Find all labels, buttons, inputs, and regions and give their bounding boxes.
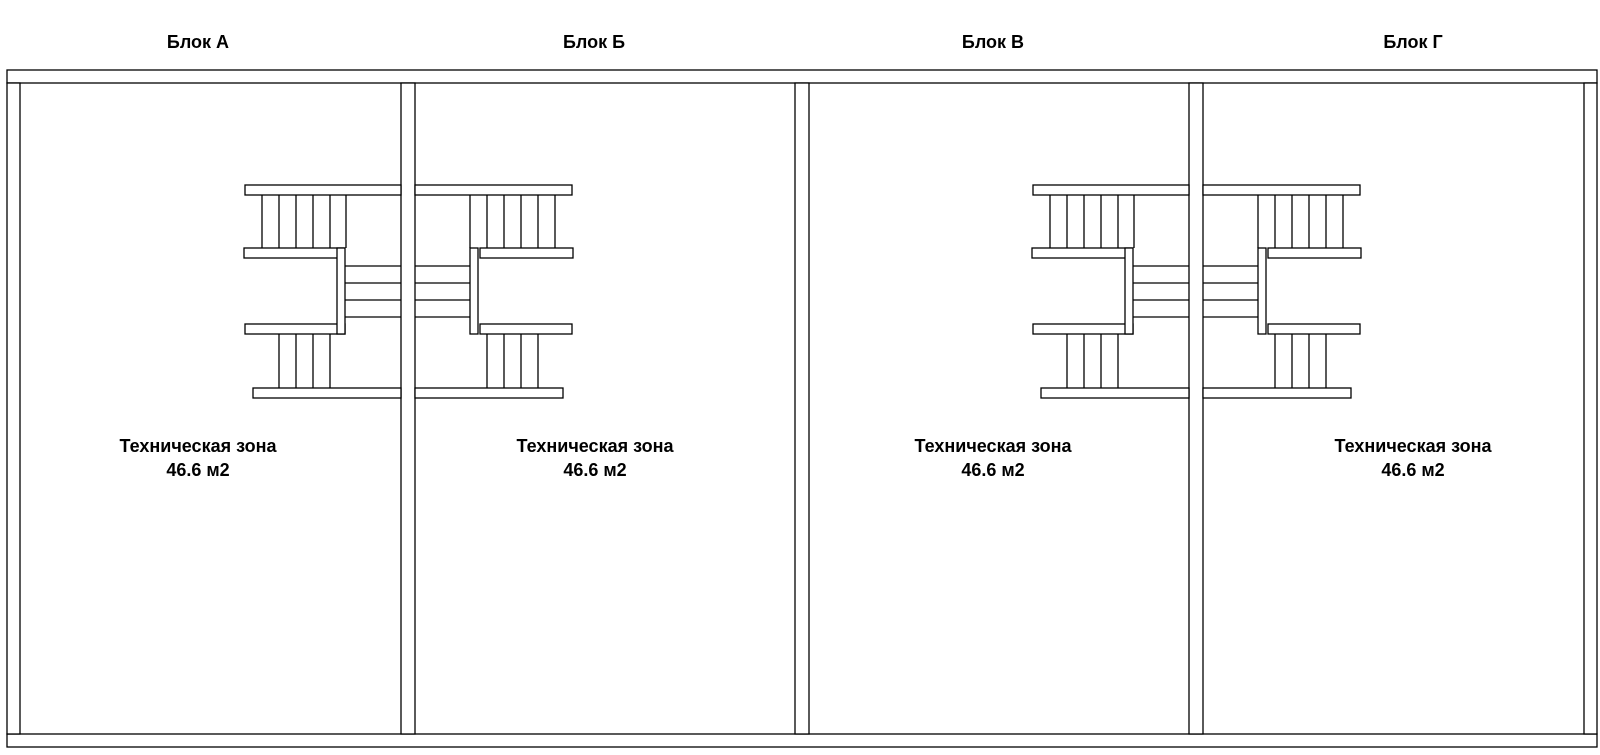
stair-landing (243, 247, 345, 259)
block-g-title: Блок Г (1383, 32, 1442, 52)
zone-area: 46.6 м2 (961, 460, 1024, 480)
stair-landing (244, 323, 346, 335)
left-wall (6, 82, 21, 735)
partition-wall-vg (1188, 82, 1204, 735)
staircase-ab (243, 184, 574, 399)
stair-stringer (1124, 247, 1134, 335)
stair-landing (1040, 387, 1190, 399)
partition-wall-bv (794, 82, 810, 735)
zone-label-a: Техническая зона 46.6 м2 (120, 436, 278, 480)
staircase-vg (1031, 184, 1362, 399)
stair-treads (1203, 265, 1258, 318)
outer-walls (6, 69, 1598, 748)
top-wall (6, 69, 1598, 84)
stair-stringer (336, 247, 346, 335)
stair-treads (1274, 334, 1327, 388)
stair-landing (244, 184, 402, 196)
stair-landing (479, 247, 574, 259)
zone-name: Техническая зона (517, 436, 675, 456)
stair-landing (1202, 184, 1361, 196)
block-b-title: Блок Б (563, 32, 625, 52)
stair-treads (1257, 195, 1344, 248)
zone-name: Техническая зона (120, 436, 278, 456)
stair-landing (252, 387, 402, 399)
zone-label-b: Техническая зона 46.6 м2 (517, 436, 675, 480)
stair-treads (278, 334, 331, 388)
bottom-wall (6, 733, 1598, 748)
stair-treads (1066, 334, 1119, 388)
stair-landing (1267, 323, 1361, 335)
stair-stringer (469, 247, 479, 335)
stair-treads (469, 195, 556, 248)
stair-landing (1032, 184, 1190, 196)
zone-area: 46.6 м2 (563, 460, 626, 480)
zone-label-v: Техническая зона 46.6 м2 (915, 436, 1073, 480)
zone-area: 46.6 м2 (1381, 460, 1444, 480)
partition-walls (400, 82, 1204, 735)
stair-landing (1032, 323, 1134, 335)
right-wall (1583, 82, 1598, 735)
stair-landing (1267, 247, 1362, 259)
stair-treads (486, 334, 539, 388)
stair-treads (261, 195, 347, 248)
stair-landing (1202, 387, 1352, 399)
stair-treads (1049, 195, 1135, 248)
block-a-title: Блок А (167, 32, 229, 52)
stair-treads (1133, 265, 1189, 318)
zone-label-g: Техническая зона 46.6 м2 (1335, 436, 1493, 480)
block-v-title: Блок В (962, 32, 1024, 52)
partition-wall-ab (400, 82, 416, 735)
stair-stringer (1257, 247, 1267, 335)
zone-name: Техническая зона (915, 436, 1073, 456)
stair-landing (414, 387, 564, 399)
zone-name: Техническая зона (1335, 436, 1493, 456)
stair-treads (415, 265, 470, 318)
stair-landing (1031, 247, 1133, 259)
stair-treads (345, 265, 401, 318)
stair-landing (414, 184, 573, 196)
stair-landing (479, 323, 573, 335)
zone-area: 46.6 м2 (166, 460, 229, 480)
